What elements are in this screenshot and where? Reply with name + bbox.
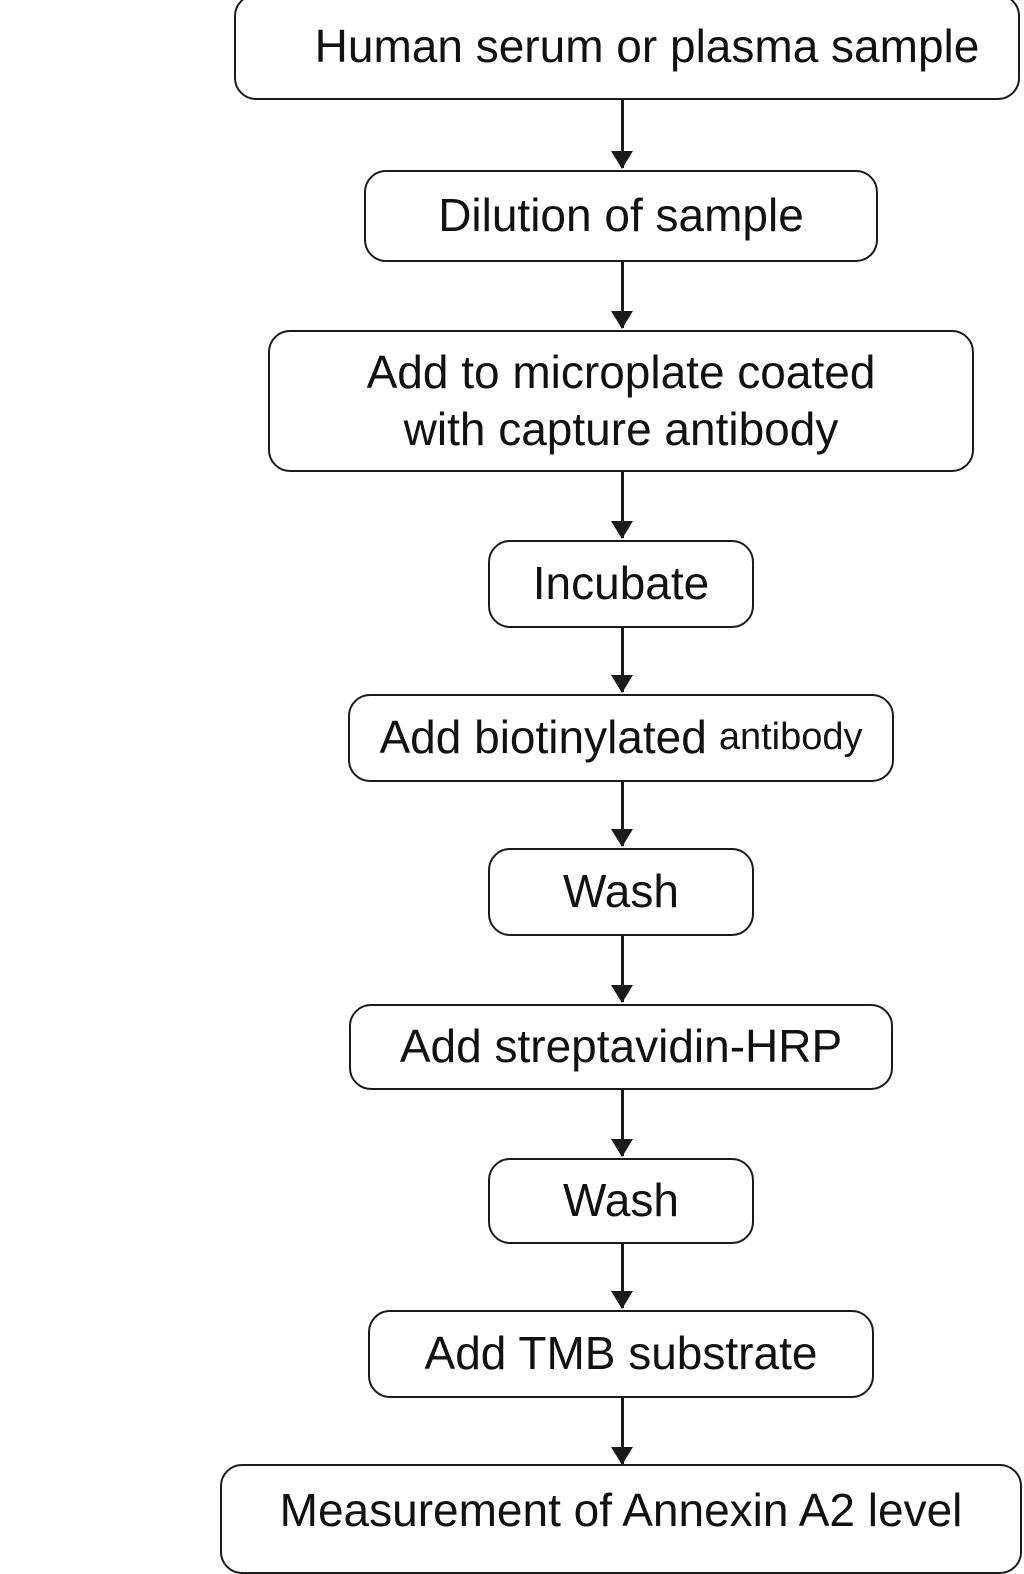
arrow-1: [611, 100, 633, 169]
arrow-8: [611, 1244, 633, 1309]
step-add-biotinylated: Add biotinylated antibody: [348, 694, 894, 782]
step-wash-2-label: Wash: [563, 1174, 679, 1227]
arrow-6: [611, 936, 633, 1003]
step-add-microplate-line2: with capture antibody: [403, 403, 839, 455]
step-dilution-label: Dilution of sample: [438, 189, 804, 242]
step-wash-1: Wash: [488, 848, 754, 936]
step-add-microplate-line1: Add to microplate coated: [366, 345, 876, 398]
step-add-microplate: Add to microplate coated with capture an…: [268, 330, 974, 472]
step-add-tmb-label: Add TMB substrate: [424, 1327, 818, 1380]
step-wash-1-label: Wash: [563, 865, 679, 918]
step-add-streptavidin: Add streptavidin-HRP: [349, 1004, 893, 1090]
step-incubate-label: Incubate: [532, 557, 710, 610]
arrow-7: [611, 1090, 633, 1157]
arrow-9: [611, 1398, 633, 1465]
step-sample: Human serum or plasma sample: [234, 0, 1020, 100]
step-measurement-label: Measurement of Annexin A2 level: [279, 1484, 963, 1536]
step-add-biotinylated-label: Add biotinylated: [379, 711, 707, 764]
arrow-3: [611, 472, 633, 539]
step-wash-2: Wash: [488, 1158, 754, 1244]
step-incubate: Incubate: [488, 540, 754, 628]
step-sample-label: Human serum or plasma sample: [314, 20, 980, 73]
step-add-biotinylated-small: antibody: [718, 716, 863, 759]
step-dilution: Dilution of sample: [364, 170, 878, 262]
arrow-5: [611, 782, 633, 847]
step-add-streptavidin-label: Add streptavidin-HRP: [399, 1020, 843, 1073]
arrow-2: [611, 262, 633, 329]
step-measurement: Measurement of Annexin A2 level: [220, 1464, 1022, 1574]
step-add-tmb: Add TMB substrate: [368, 1310, 874, 1398]
arrow-4: [611, 628, 633, 693]
